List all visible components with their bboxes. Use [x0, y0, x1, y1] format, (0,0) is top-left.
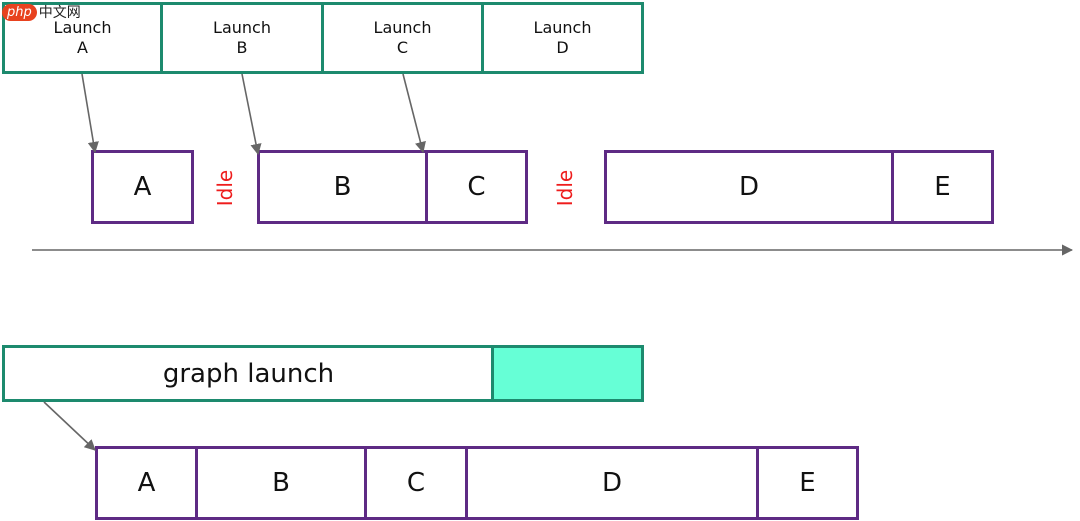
php-logo-site: 中文网 [38, 5, 81, 21]
stream-kernel-a: A [91, 150, 194, 224]
graph-kernel-d: D [465, 446, 759, 520]
arrow-launch-b-to-kernel-b [241, 73, 262, 156]
launch-b-label: Launch [213, 18, 271, 37]
launch-c-box: Launch C [321, 2, 484, 74]
arrow-launch-a-to-kernel-a [81, 73, 99, 154]
graph-kernel-e: E [756, 446, 859, 520]
idle-label-2: Idle [553, 169, 577, 207]
launch-d-label: Launch [533, 18, 592, 37]
graph-kernel-c: C [364, 446, 468, 520]
arrow-graph-to-kernels [43, 401, 96, 451]
php-logo-badge: php [2, 3, 37, 21]
stream-kernel-e: E [891, 150, 994, 224]
graph-kernel-a: A [95, 446, 198, 520]
idle-label-1: Idle [213, 169, 237, 207]
graph-kernel-b: B [195, 446, 367, 520]
launch-d-box: Launch D [481, 2, 644, 74]
launch-a-label: Launch [53, 18, 112, 37]
stream-kernel-c: C [425, 150, 528, 224]
launch-c-kernel: C [396, 38, 409, 57]
launch-a-kernel: A [77, 38, 88, 57]
graph-launch-fill-box [491, 345, 644, 402]
launch-d-kernel: D [556, 38, 569, 57]
php-logo: php 中文网 [2, 2, 81, 22]
launch-c-label: Launch [373, 18, 432, 37]
stream-kernel-b: B [257, 150, 428, 224]
graph-launch-box: graph launch [2, 345, 495, 402]
arrow-launch-c-to-kernel-c [402, 73, 426, 154]
stream-kernel-d: D [604, 150, 894, 224]
launch-b-kernel: B [236, 38, 248, 57]
launch-a-box: Launch A [2, 2, 163, 74]
launch-b-box: Launch B [160, 2, 324, 74]
